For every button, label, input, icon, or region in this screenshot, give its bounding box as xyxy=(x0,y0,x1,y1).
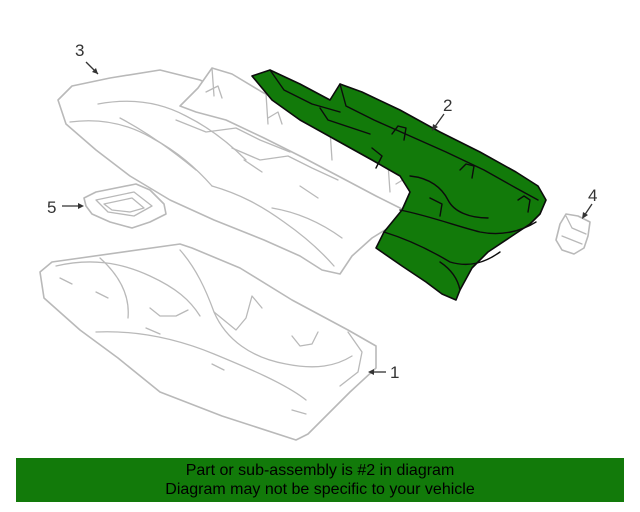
callout-5[interactable]: 5 xyxy=(47,198,56,217)
floor-panel-icon[interactable] xyxy=(39,243,377,441)
banner-line-part: Part or sub-assembly is #2 in diagram xyxy=(185,462,455,479)
banner-line-disclaimer: Diagram may not be specific to your vehi… xyxy=(165,481,475,498)
seat-cushion-icon[interactable] xyxy=(57,69,415,275)
callout-3[interactable]: 3 xyxy=(75,41,84,60)
callout-leaders xyxy=(62,61,593,375)
leader-1-arrowhead xyxy=(368,369,374,375)
callout-2[interactable]: 2 xyxy=(443,96,452,115)
diagram-notice-banner: Part or sub-assembly is #2 in diagram Di… xyxy=(16,458,624,502)
clip-icon[interactable] xyxy=(555,213,591,255)
leader-4-arrowhead xyxy=(582,212,588,219)
callout-1[interactable]: 1 xyxy=(390,363,399,382)
exploded-parts-diagram: 3 2 4 5 1 xyxy=(39,41,597,441)
leader-2-arrowhead xyxy=(432,124,438,131)
seat-back-icon[interactable] xyxy=(251,69,547,301)
leader-5-arrowhead xyxy=(78,203,84,209)
leader-3-arrowhead xyxy=(92,68,98,74)
bezel-icon[interactable] xyxy=(83,183,167,229)
callout-4[interactable]: 4 xyxy=(588,186,597,205)
